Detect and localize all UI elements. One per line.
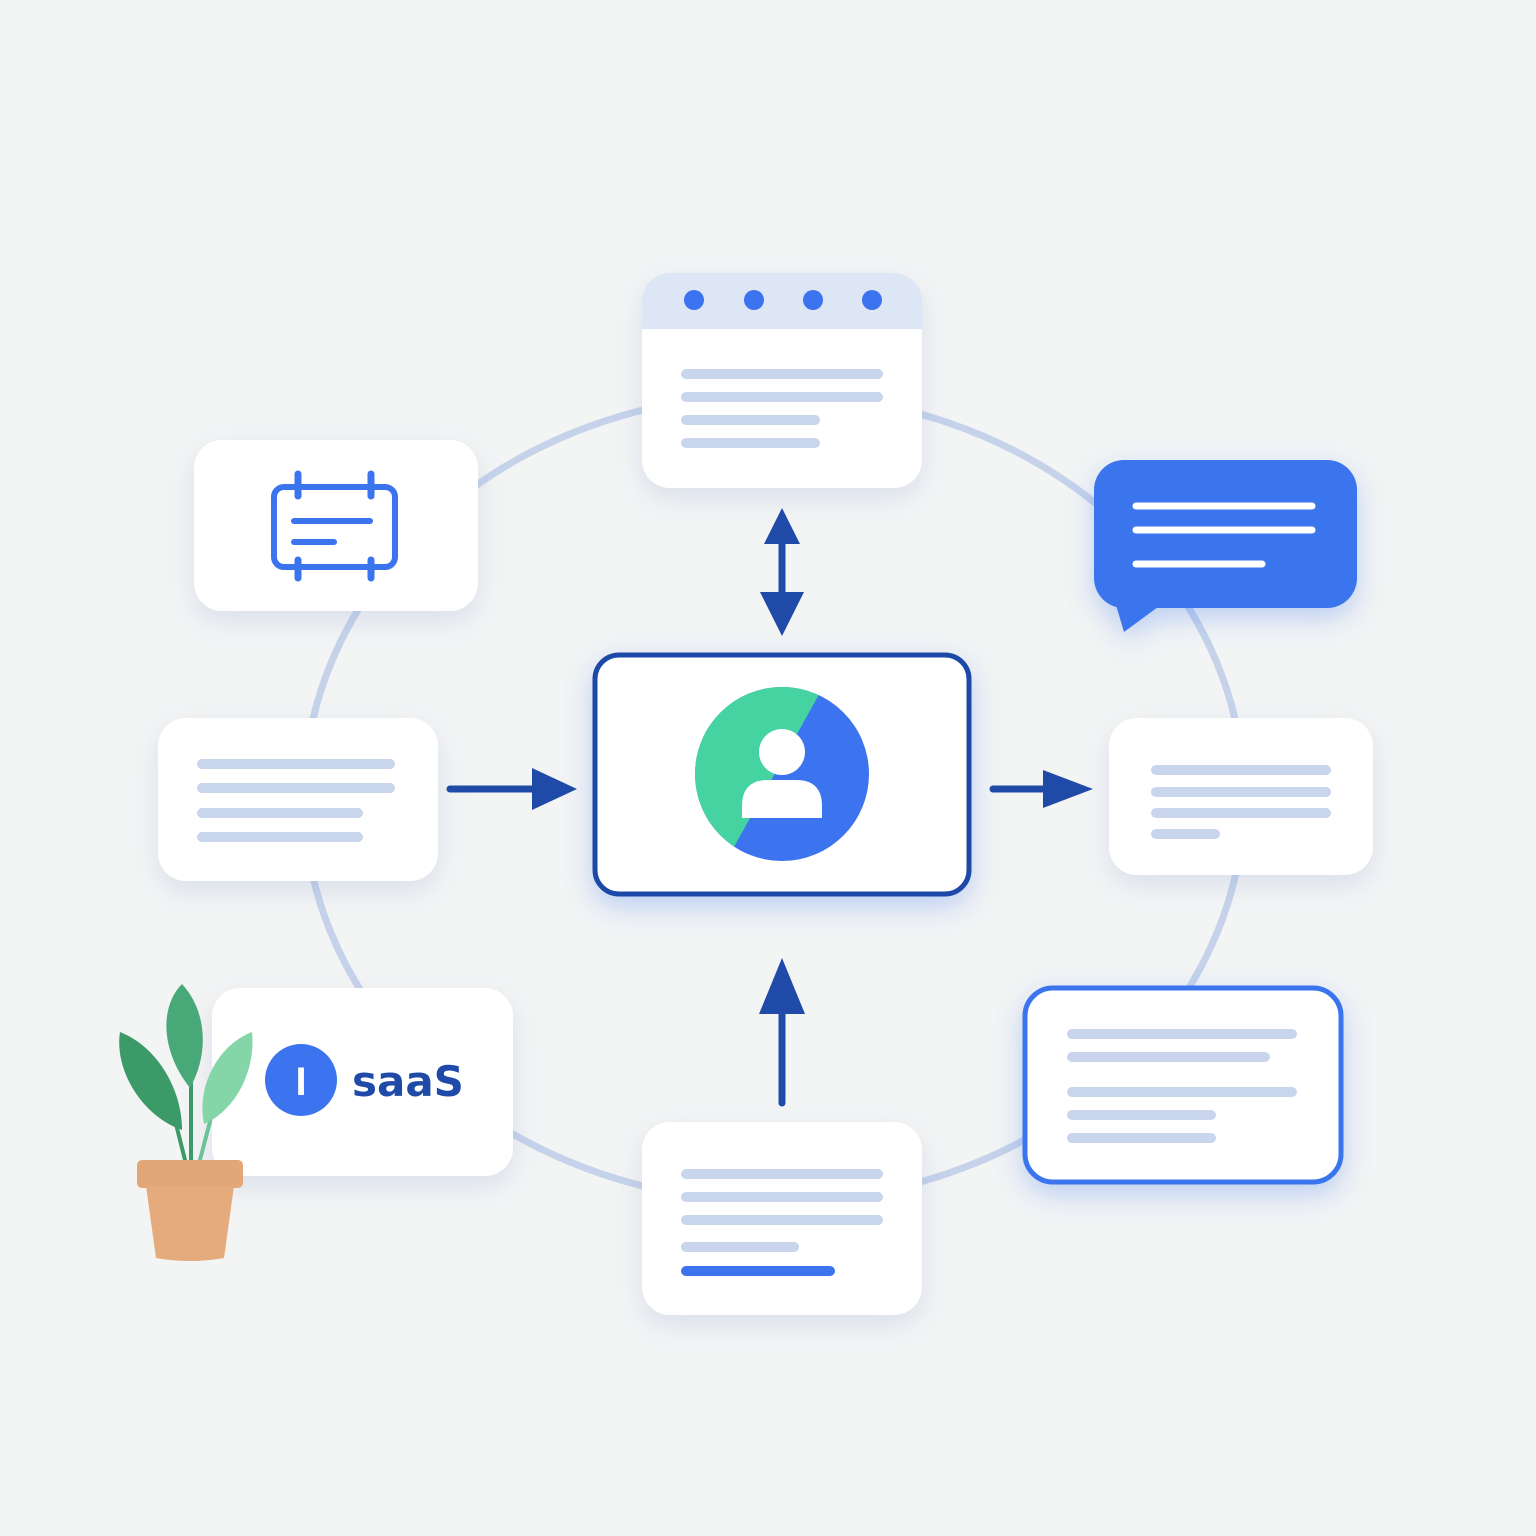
tab-dot: [803, 290, 823, 310]
brand-logo: I saaS: [265, 1044, 464, 1116]
right-card-text-lines: [1151, 765, 1331, 839]
bottom-right-card-text-lines: [1067, 1029, 1297, 1143]
calendar-card[interactable]: [194, 440, 478, 611]
potted-plant-icon: [119, 984, 253, 1261]
brand-mark-circle: [265, 1044, 337, 1116]
pot-rim: [137, 1160, 243, 1188]
browser-window-icon: [642, 273, 922, 329]
plant-leaf: [119, 1032, 182, 1130]
double-arrow-top: [760, 508, 804, 636]
top-card-text-lines: [681, 369, 883, 448]
tab-dot: [684, 290, 704, 310]
brand-name: saaS: [352, 1057, 464, 1106]
arrow-center-to-right: [989, 770, 1093, 808]
left-card-text-lines: [197, 759, 395, 842]
bottom-card-text-lines: [681, 1169, 883, 1276]
arrow-left-to-center: [446, 768, 577, 810]
brand-card[interactable]: [212, 988, 513, 1176]
chat-bubble-icon: [1132, 502, 1316, 568]
chat-bubble-card[interactable]: [1094, 460, 1357, 632]
pot-body: [146, 1186, 234, 1261]
plant-leaf: [202, 1032, 253, 1124]
plant-leaf: [166, 984, 203, 1088]
arrow-bottom-to-center: [759, 958, 805, 1107]
brand-mark: I: [295, 1060, 306, 1104]
bottom-right-text-card[interactable]: [1022, 985, 1344, 1185]
user-avatar-icon: [695, 687, 869, 861]
left-text-card[interactable]: [158, 718, 438, 881]
calendar-icon: [271, 470, 398, 582]
tab-dot: [862, 290, 882, 310]
tab-dot: [744, 290, 764, 310]
